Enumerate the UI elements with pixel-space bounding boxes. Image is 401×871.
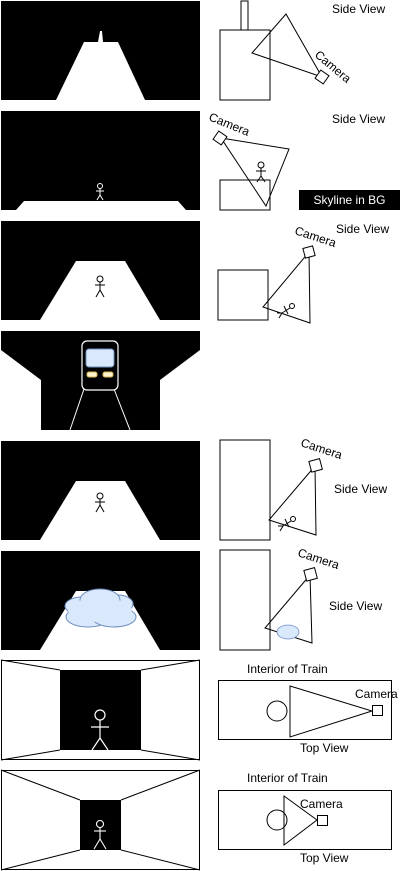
- side5-view-label: Side View: [334, 482, 387, 496]
- side6-view-label: Side View: [329, 599, 382, 613]
- side2-camera-label: Camera: [207, 110, 252, 139]
- train-headlight-left: [86, 371, 98, 378]
- skyline-badge-label: Skyline in BG: [313, 193, 385, 207]
- panel-7-person-icon: [91, 709, 109, 751]
- side5-person-lying-icon: [278, 516, 296, 532]
- top8-interior-label: Interior of Train: [247, 771, 328, 785]
- side2-camera-view-cone: [219, 137, 290, 208]
- side5-camera-label: Camera: [299, 436, 344, 463]
- train-windshield: [85, 348, 115, 368]
- panel-8-corridor: [80, 800, 121, 850]
- train-headlight-right: [102, 371, 114, 378]
- side6-camera-label: Camera: [296, 546, 341, 573]
- skyline-badge: [299, 190, 400, 210]
- panel-6-smoke-cloud-fill: [68, 598, 132, 622]
- side1-camera-icon: [314, 69, 330, 85]
- top8-train-car: [218, 790, 392, 850]
- side1-camera-view-cone: [251, 13, 324, 78]
- top7-train-car: [218, 680, 392, 740]
- row-2: Camera Side View Skyline in BG: [1, 110, 400, 211]
- side2-camera-icon: [212, 130, 228, 146]
- top7-camera-view-cone: [289, 685, 374, 738]
- side3-view-label: Side View: [336, 222, 389, 236]
- top7-camera-label: Camera: [355, 687, 398, 701]
- panel-8-edge-bl: [0, 849, 81, 871]
- side3-person-lying-icon: [277, 303, 295, 319]
- row-6: Camera Side View: [1, 546, 382, 651]
- panel-2-platform: [16, 201, 186, 210]
- side3-camera-icon: [302, 245, 316, 259]
- row-5: Camera Side View: [1, 436, 387, 541]
- side5-camera-icon: [308, 458, 323, 473]
- side1-antenna: [240, 0, 249, 31]
- top7-person-top-icon: [266, 700, 288, 722]
- side6-building: [219, 549, 271, 651]
- top7-interior-label: Interior of Train: [247, 662, 328, 676]
- panel-1-figure: [98, 31, 103, 42]
- panel-7-edge-tr: [140, 659, 201, 671]
- top8-camera-icon: [317, 815, 328, 826]
- panel-8-edge-br: [120, 849, 201, 871]
- side2-person-icon: [256, 161, 266, 183]
- top8-person-top-icon: [266, 809, 288, 831]
- top8-camera-label: Camera: [300, 797, 343, 811]
- side1-view-label: Side View: [332, 2, 385, 16]
- panel-4-rail-left: [69, 388, 85, 431]
- top8-view-label: Top View: [300, 851, 349, 865]
- side3-camera-label: Camera: [293, 224, 338, 251]
- side6-camera-icon: [303, 567, 318, 582]
- side3-building: [217, 269, 269, 321]
- panel-2-person-icon: [96, 183, 104, 201]
- panel-4-rail-right: [113, 388, 131, 431]
- top8-camera-view-cone: [283, 795, 318, 847]
- row-1: Camera Side View: [1, 0, 385, 101]
- panel-7-edge-tl: [0, 659, 61, 671]
- row-3: Camera Side View: [1, 221, 389, 324]
- row-4: [1, 331, 200, 431]
- side5-camera-view-cone: [268, 464, 317, 536]
- row-8: Interior of Train Camera Top View: [0, 769, 392, 871]
- row-7: Interior of Train Camera Top View: [0, 659, 398, 761]
- panel-5-platform: [40, 481, 160, 540]
- side2-view-label: Side View: [332, 112, 385, 126]
- side2-building: [219, 179, 271, 211]
- panel-3-person-icon: [95, 275, 105, 298]
- panel-8-edge-tl: [0, 769, 81, 801]
- panel-8-person-icon: [93, 819, 107, 850]
- top7-view-label: Top View: [300, 741, 349, 755]
- panel-1-platform: [56, 42, 145, 100]
- side5-building: [219, 439, 271, 541]
- side6-smoke-cloud: [276, 624, 300, 640]
- panel-7-edge-br: [140, 749, 201, 761]
- panel-5-person-icon: [95, 492, 105, 513]
- panel-7-edge-bl: [0, 749, 61, 761]
- panel-8-edge-tr: [120, 769, 201, 801]
- side3-camera-view-cone: [262, 250, 311, 324]
- top7-camera-icon: [372, 705, 383, 716]
